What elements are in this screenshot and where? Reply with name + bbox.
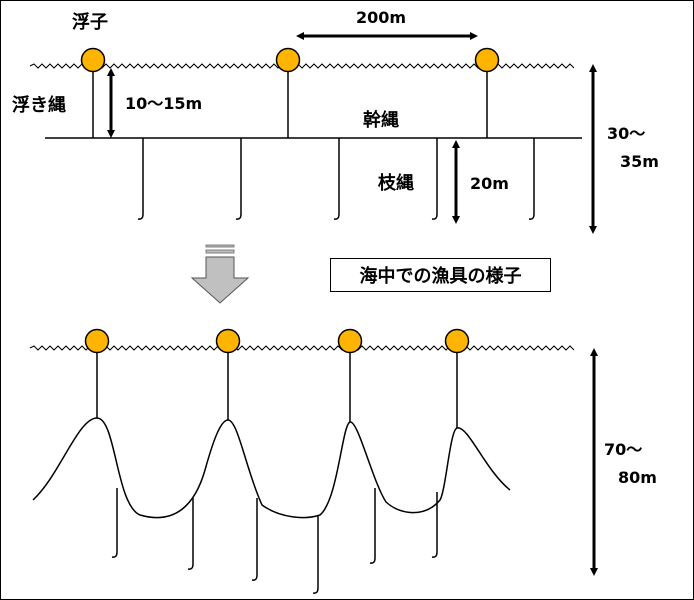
hook-icon [431,551,438,558]
hook-icon [369,557,376,564]
surface-rope-bottom [29,345,575,351]
float-ball-icon [337,328,363,354]
branch-line [187,498,194,570]
hook-icon [431,213,438,220]
float-ball-icon [474,47,500,73]
branch-lines-bottom [111,488,438,594]
float-ball-icon [444,328,470,354]
branch-line-label: 枝縄 [378,173,414,194]
floats-top [80,47,500,73]
branch-line [312,516,319,594]
main-line-label: 幹縄 [363,110,399,131]
float-ball-icon [215,328,241,354]
branch-lines-top [137,138,535,220]
branch-length-label: 20m [470,174,509,193]
hook-icon [333,213,340,220]
branch-line [431,492,438,558]
branch-line [369,488,376,564]
branch-line [528,138,535,220]
spacing-label: 200m [356,8,407,27]
main-line-underwater [32,417,511,519]
float-line-length-label: 10～15m [125,94,203,113]
hook-icon [251,574,258,581]
depth-bottom-label-line2: 80m [618,468,657,487]
branch-line [137,138,144,220]
branch-line [111,488,118,558]
hook-icon [235,213,242,220]
hook-icon [312,587,319,594]
branch-line [251,498,258,581]
float-ball-icon [84,328,110,354]
depth-bottom-label-line1: 70～ [604,440,643,459]
branch-line [235,138,242,220]
hook-icon [137,213,144,220]
underwater-caption-box: 海中での漁具の様子 [330,258,551,292]
branch-line [333,138,340,220]
depth-top-label-line2: 35m [620,152,659,171]
hook-icon [111,551,118,558]
float-ball-icon [275,47,301,73]
hook-icon [187,563,194,570]
branch-line [431,138,438,220]
floats-bottom [84,328,470,354]
float-line-label: 浮き縄 [12,95,66,116]
float-ball-icon [80,47,106,73]
hook-icon [528,213,535,220]
down-arrow-icon [190,244,250,304]
float-label: 浮子 [72,12,108,33]
float-lines-bottom [96,350,458,428]
underwater-caption: 海中での漁具の様子 [359,266,522,287]
float-lines-top [92,70,488,138]
depth-top-label-line1: 30～ [607,124,646,143]
